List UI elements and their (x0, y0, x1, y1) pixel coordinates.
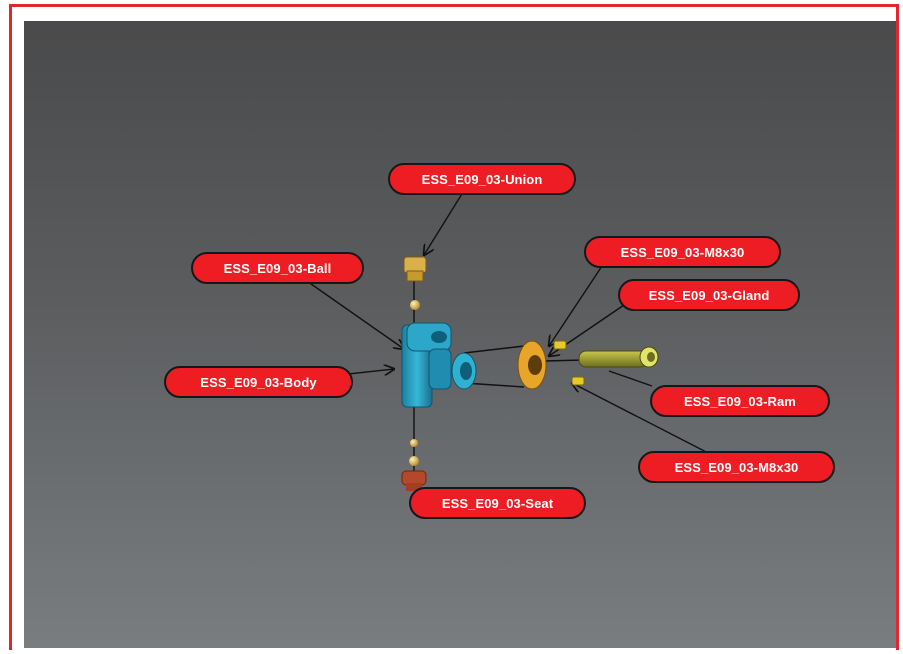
leader-m8x30-top (549, 262, 605, 346)
3d-viewport[interactable]: ESS_E09_03-Union ESS_E09_03-Ball ESS_E09… (24, 21, 896, 648)
callout-m8x30-bottom[interactable]: ESS_E09_03-M8x30 (638, 451, 835, 483)
callout-body[interactable]: ESS_E09_03-Body (164, 366, 353, 398)
ball-upper[interactable] (410, 300, 420, 310)
callout-ram[interactable]: ESS_E09_03-Ram (650, 385, 830, 417)
callout-m8x30-top[interactable]: ESS_E09_03-M8x30 (584, 236, 781, 268)
callout-union[interactable]: ESS_E09_03-Union (388, 163, 576, 195)
leader-ball (303, 278, 404, 349)
body-part[interactable] (401, 322, 477, 408)
ball-lower[interactable] (409, 456, 419, 466)
bolt-bottom[interactable] (571, 376, 585, 386)
exploded-assembly-view (303, 188, 715, 491)
union-part[interactable] (403, 256, 427, 282)
gland-part[interactable] (517, 340, 547, 390)
ram-part[interactable] (578, 346, 659, 368)
screenshot-frame (9, 4, 899, 650)
explode-line-1 (463, 345, 525, 354)
seat-part[interactable] (401, 470, 427, 491)
callout-gland[interactable]: ESS_E09_03-Gland (618, 279, 800, 311)
leader-lines (303, 188, 715, 476)
callout-ball[interactable]: ESS_E09_03-Ball (191, 252, 364, 284)
leader-union (424, 188, 466, 255)
leader-ram (608, 370, 653, 387)
callout-seat[interactable]: ESS_E09_03-Seat (409, 487, 586, 519)
explode-line-2 (463, 382, 525, 388)
leader-m8x30-bottom (572, 383, 715, 457)
ball-small-lower[interactable] (410, 439, 418, 447)
bolt-top[interactable] (553, 340, 567, 350)
